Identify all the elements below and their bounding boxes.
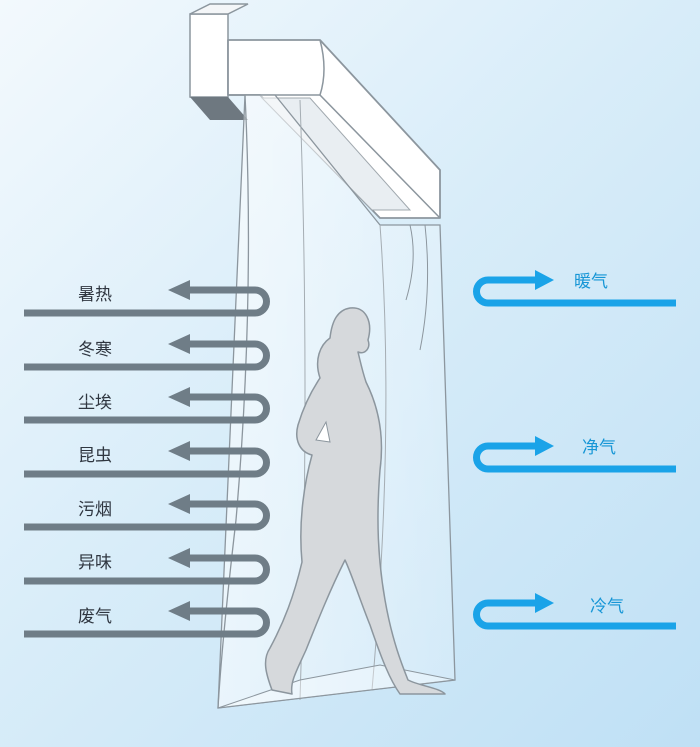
- label-smoke: 污烟: [78, 500, 112, 520]
- outside-arrow-6: [24, 548, 270, 585]
- outside-arrow-2: [24, 334, 270, 371]
- label-winter-cold: 冬寒: [78, 340, 112, 360]
- inside-arrow-2: [473, 436, 676, 473]
- outside-arrow-7: [24, 601, 270, 638]
- label-clean-air: 净气: [582, 438, 616, 458]
- label-odor: 异味: [78, 553, 112, 573]
- wall-block: [189, 3, 249, 120]
- outside-arrows: [24, 280, 270, 638]
- woman-silhouette: [264, 307, 446, 695]
- inside-arrows: [473, 270, 676, 630]
- label-cool-air: 冷气: [590, 597, 624, 617]
- label-summer-heat: 暑热: [78, 285, 112, 305]
- label-exhaust: 废气: [78, 607, 112, 627]
- inside-arrow-3: [473, 593, 676, 630]
- outside-arrow-4: [24, 441, 270, 478]
- outside-arrow-5: [24, 494, 270, 531]
- label-dust: 尘埃: [78, 393, 112, 413]
- outside-arrow-1: [24, 280, 270, 317]
- label-warm-air: 暖气: [574, 272, 608, 292]
- inside-arrow-1: [473, 270, 676, 307]
- outside-arrow-3: [24, 387, 270, 424]
- label-insects: 昆虫: [78, 446, 112, 466]
